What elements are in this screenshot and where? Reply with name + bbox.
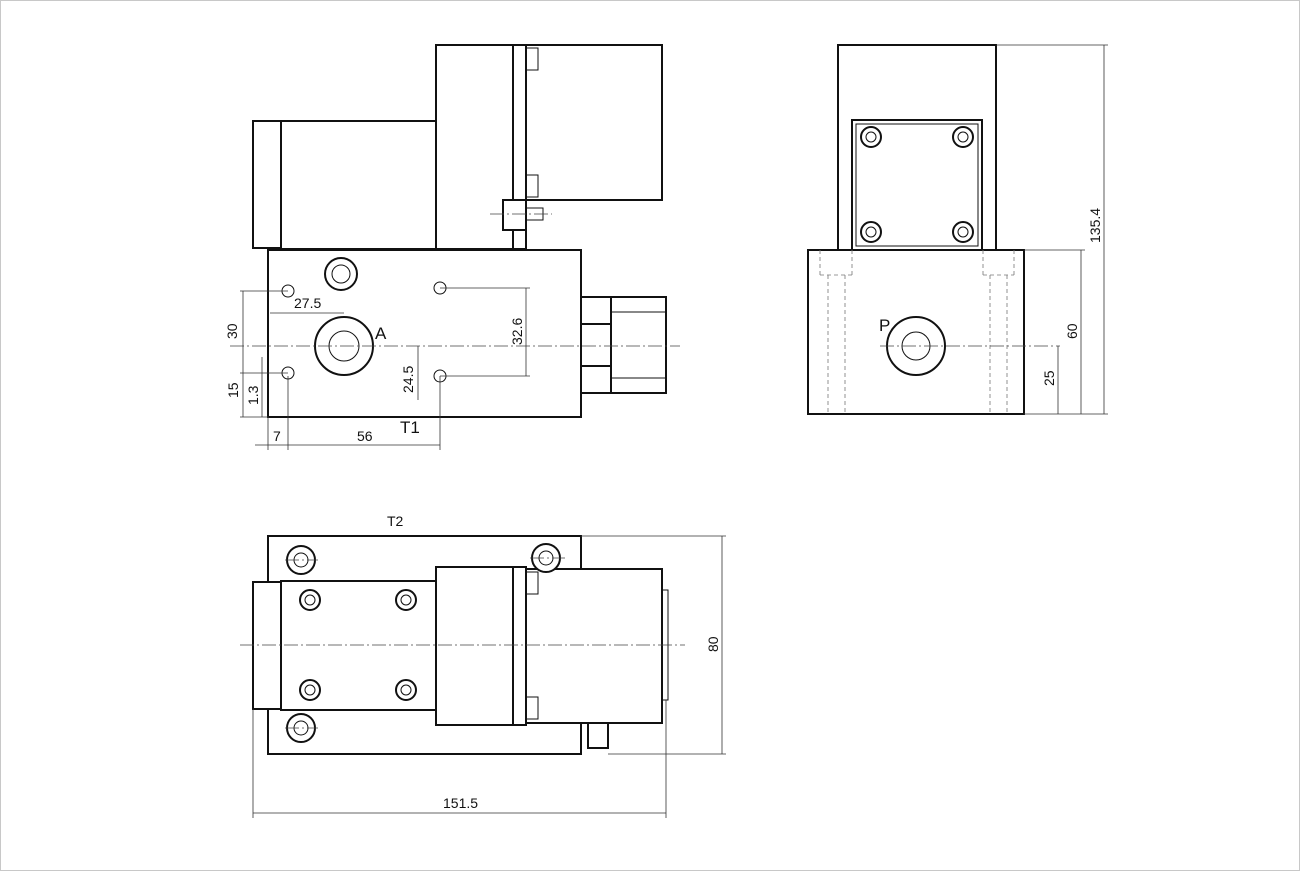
port-t2-label: T2 [387, 513, 404, 529]
dim-32-6-label: 32.6 [509, 318, 525, 345]
cover-bolt-br-head [957, 226, 969, 238]
port-a-label: A [375, 324, 387, 343]
dim-56-label: 56 [357, 428, 373, 444]
fitting-body [610, 296, 667, 394]
flange-bolt-top [525, 47, 539, 71]
valve-body [267, 249, 582, 418]
cover-bolt-tr [952, 126, 974, 148]
coil-screw-3 [299, 679, 321, 701]
top-override-pin [587, 722, 609, 749]
port-t1-label: T1 [400, 418, 420, 437]
top-coil-right [525, 568, 663, 724]
cover-bolt-br [952, 221, 974, 243]
dim-1-3-label: 1.3 [245, 385, 261, 405]
coil-screw-4-head [400, 684, 412, 696]
cover-bolt-tl-head [865, 131, 877, 143]
coil-screw-2-head [400, 594, 412, 606]
flange-bolt-bottom [525, 174, 539, 198]
cover-bolt-bl [860, 221, 882, 243]
top-view: 80 151.5 T2 [240, 513, 726, 818]
coil-screw-2 [395, 589, 417, 611]
side-view: 135.4 60 25 P [807, 44, 1108, 415]
coil-screw-1 [299, 589, 321, 611]
top-housing [435, 566, 515, 726]
dim-151-5-label: 151.5 [443, 795, 478, 811]
cover-bolt-tr-head [957, 131, 969, 143]
plug-inner [331, 264, 351, 284]
front-view: 27.5 30 32.6 24.5 15 1.3 7 56 A T1 [224, 44, 680, 450]
dim-135-4-label: 135.4 [1087, 208, 1103, 243]
top-flange-bolt-bottom [525, 696, 539, 720]
plug-outer [324, 257, 358, 291]
top-housing-flange [512, 566, 527, 726]
dim-7-label: 7 [273, 428, 281, 444]
coil-screw-3-head [304, 684, 316, 696]
solenoid-housing [435, 44, 515, 250]
dim-80-label: 80 [705, 636, 721, 652]
dim-27-5-label: 27.5 [294, 295, 321, 311]
top-coil-end-cap [252, 581, 283, 710]
dim-15-label: 15 [225, 382, 241, 398]
dim-60-label: 60 [1064, 323, 1080, 339]
manual-override-base [502, 199, 527, 231]
dim-25-label: 25 [1041, 370, 1057, 386]
solenoid-coil-right [525, 44, 663, 201]
dim-24-5-label: 24.5 [400, 366, 416, 393]
port-p-label: P [879, 316, 890, 335]
solenoid-coil-left [280, 120, 438, 250]
coil-screw-4 [395, 679, 417, 701]
coil-screw-1-head [304, 594, 316, 606]
fitting-neck [580, 323, 612, 367]
coil-end-cap [252, 120, 283, 249]
dim-30-label: 30 [224, 323, 240, 339]
cover-bolt-bl-head [865, 226, 877, 238]
side-cover-inner [855, 123, 979, 247]
top-flange-bolt-top [525, 571, 539, 595]
cover-bolt-tl [860, 126, 882, 148]
